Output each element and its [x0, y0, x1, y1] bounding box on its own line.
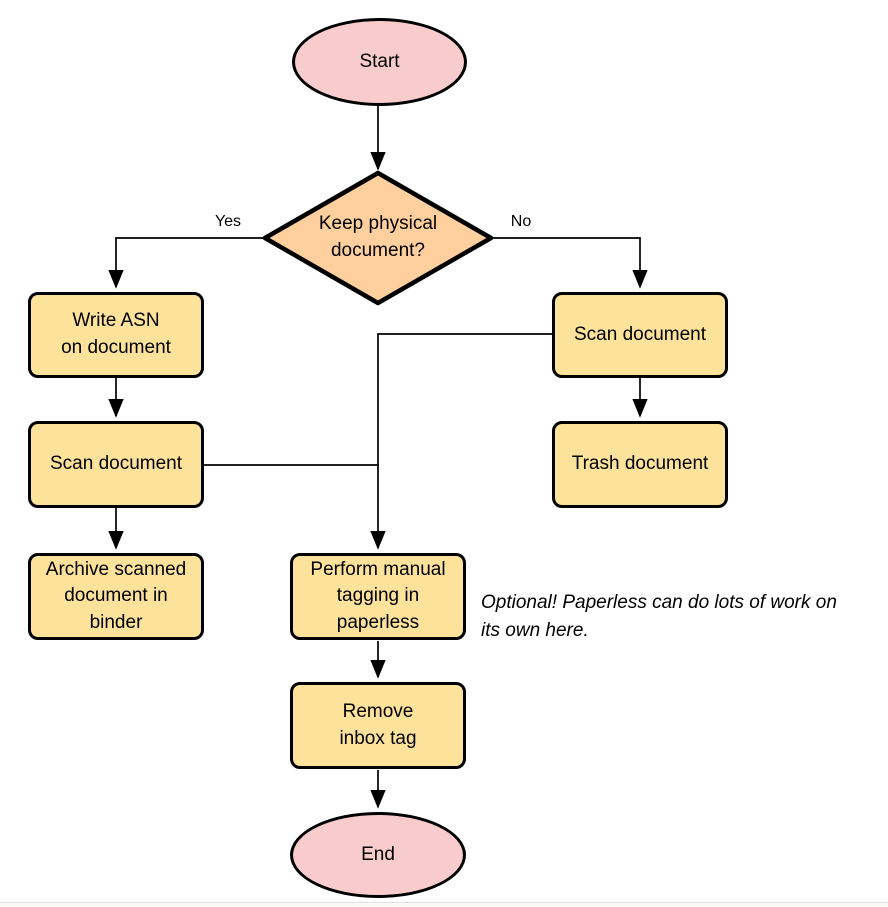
start-node: Start — [292, 18, 467, 106]
connector-scanright-to-tagging — [370, 333, 552, 550]
edge-label-yes: Yes — [214, 213, 242, 230]
process-node-scan-document-right: Scan document — [552, 292, 728, 378]
process-node-trash-document: Trash document — [552, 421, 728, 508]
connector-decision-no-branch — [490, 237, 648, 289]
process-node-archive-in-binder: Archive scanned document in binder — [28, 553, 204, 640]
process-node-scan-document-left: Scan document — [28, 421, 204, 508]
optional-note-text: Optional! Paperless can do lots of work … — [481, 592, 837, 641]
edge-label-no: No — [510, 213, 532, 230]
page-bottom-edge — [0, 902, 888, 907]
connector-decision-yes-branch — [108, 237, 266, 289]
process-node-manual-tagging: Perform manual tagging in paperless — [290, 553, 466, 640]
process-node-write-asn: Write ASN on document — [28, 292, 204, 378]
end-node: End — [290, 812, 466, 898]
decision-diamond-shape — [262, 170, 494, 306]
decision-node-keep-physical: Keep physical document? — [318, 213, 438, 261]
process-node-remove-inbox-tag: Remove inbox tag — [290, 682, 466, 769]
